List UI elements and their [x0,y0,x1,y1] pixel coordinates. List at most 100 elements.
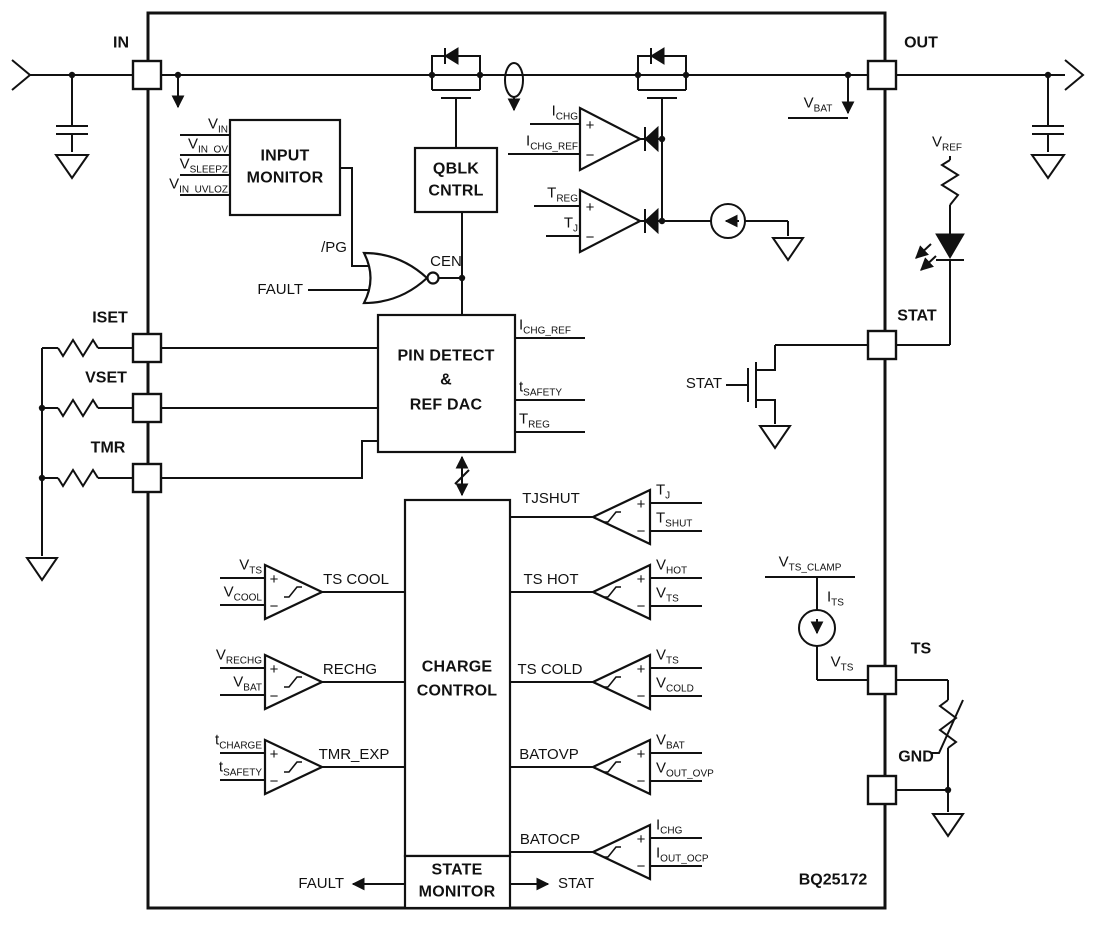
or-diode-icon [644,207,659,235]
tmr-exp-comparator: + − [220,738,405,796]
input-monitor-title: INPUT [260,147,310,165]
pg-signal-label: /PG [321,239,347,257]
ground-icon [931,813,965,838]
status-led-branch [896,156,965,346]
ground-icon [1030,154,1066,180]
minus-sign: − [586,229,595,246]
vrechg-label: VRECHG [215,646,262,667]
bias-current-source [662,203,805,262]
out-pin-label: OUT [904,34,938,52]
tshut-label: TSHUT [656,509,693,530]
minus-sign: − [637,598,646,615]
ground-icon [54,154,90,180]
or-diode-icon [644,125,659,153]
hysteresis-icon [603,676,621,688]
charge-control-title2: CONTROL [416,682,498,700]
current-sense-probe [504,62,524,112]
state-monitor-title2: MONITOR [418,883,496,901]
pin-tmr [131,462,163,494]
led-light-arrow-icon [915,243,932,259]
ts-cold-label: TS COLD [517,661,583,679]
tmr-exp-label: TMR_EXP [318,746,390,764]
minus-sign: − [586,147,595,164]
output-capacitor [1030,75,1066,180]
vbat-sense [788,75,855,119]
led-icon [935,233,965,259]
input-monitor-title2: MONITOR [246,169,324,187]
ts-hot-label: TS HOT [523,571,579,589]
pin-ts [866,664,898,696]
plus-sign: + [586,199,595,216]
part-number-label: BQ25172 [798,871,868,889]
vout-ovp-label: VOUT_OVP [656,759,714,780]
hysteresis-icon [603,846,621,858]
resistor-icon [940,159,960,206]
resistor-icon [57,398,99,418]
ts-cold-comparator: + − [510,653,702,711]
plus-sign: + [270,661,279,678]
stat-output-label: STAT [558,875,595,893]
hysteresis-icon [284,676,302,688]
charge-control-title: CHARGE [421,658,493,676]
resistor-icon [57,468,99,488]
thermistor-icon [938,699,958,749]
vts-label-c: VTS [656,646,679,667]
gnd-pin-label: GND [898,748,934,766]
state-monitor-title: STATE [431,861,483,879]
pin-gnd [866,774,898,806]
dac-control-bus [454,455,470,497]
plus-sign: + [637,831,646,848]
minus-sign: − [270,598,279,615]
minus-sign: − [270,773,279,790]
vset-pin-label: VSET [85,369,127,387]
ichg-ref-out-label: ICHG_REF [519,316,571,337]
thermistor-branch [896,679,965,838]
qblk-cntrl-title2: CNTRL [428,182,484,200]
output-arrow-icon [1064,59,1085,91]
plus-sign: + [637,571,646,588]
pass-mosfet-q1 [431,47,481,148]
pin-out [866,59,898,91]
vbat-label-b: VBAT [656,731,685,752]
treg-input-label: TREG [547,184,578,205]
vcold-label: VCOLD [656,674,694,695]
iset-pin-label: ISET [92,309,128,327]
plus-sign: + [637,746,646,763]
hysteresis-icon [284,761,302,773]
inverter-bubble-icon [426,271,440,285]
tmr-pin-label: TMR [90,439,126,457]
stat-pin-label: STAT [897,307,937,325]
fault-input-label: FAULT [257,281,303,299]
vts-clamp-label: VTS_CLAMP [778,553,842,574]
input-arrow-icon [11,59,32,91]
fault-output-label: FAULT [298,875,344,893]
ref-dac-outputs [515,337,585,433]
pin-stat [866,329,898,361]
minus-sign: − [637,773,646,790]
minus-sign: − [270,688,279,705]
tjshut-comparator: + − [510,488,702,546]
stat-mosfet [726,344,868,450]
plus-sign: + [270,746,279,763]
vts-label-a: VTS [239,556,262,577]
input-capacitor [54,75,90,180]
input-monitor-block [228,118,342,217]
ground-icon [771,237,805,262]
body-diode-icon [650,47,665,65]
plus-sign: + [586,117,595,134]
pin-iset [131,332,163,364]
nor-gate-icon [362,251,429,305]
cen-logic [308,167,466,315]
hysteresis-icon [603,586,621,598]
vbat-label-a: VBAT [233,673,262,694]
batovp-label: BATOVP [519,746,579,764]
state-monitor-block [403,854,512,910]
in-pin-label: IN [113,34,129,52]
rechg-comparator: + − [220,653,405,711]
tj-label: TJ [656,481,671,502]
ichg-input-label: ICHG [551,102,578,123]
pass-mosfet-q2 [637,47,687,221]
charge-control-block [403,498,512,858]
